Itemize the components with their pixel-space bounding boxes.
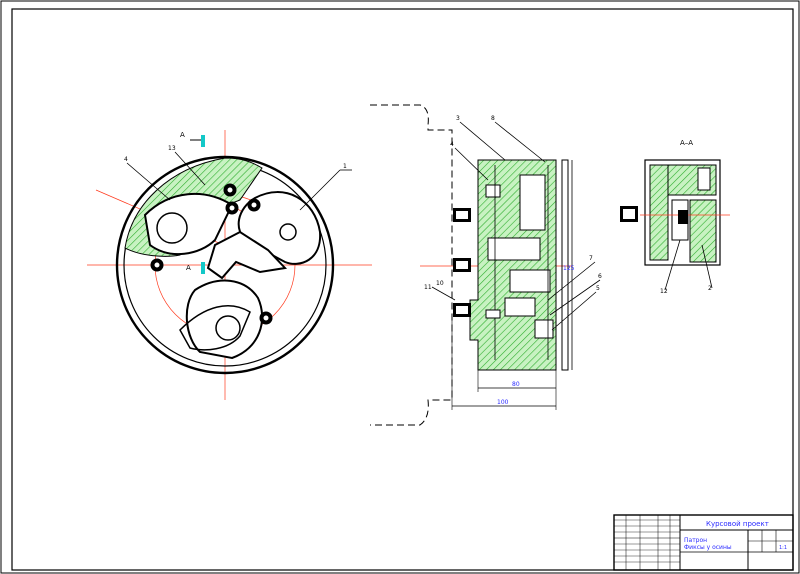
section-nut [678, 210, 688, 224]
side-bolts [453, 208, 501, 319]
lever-3-pivot [215, 315, 241, 341]
dim-small: 80 [512, 381, 520, 388]
lower-cam [179, 305, 251, 351]
front-view: A A 4 13 1 [87, 130, 372, 400]
title-block-title-line2: Фиксы у осины [684, 544, 732, 551]
leader-label-7: 7 [589, 255, 593, 262]
leader-label-6: 6 [598, 273, 602, 280]
leader-label-10: 10 [436, 280, 444, 287]
leader-1 [299, 169, 341, 211]
leader-4-side [454, 147, 489, 181]
section-marker-top [201, 135, 205, 147]
leader-8 [494, 121, 546, 163]
side-view: 80 100 125 3 8 4 7 6 5 10 11 [370, 104, 602, 426]
inner-frame [11, 8, 794, 571]
leader-3 [459, 121, 506, 161]
leader-4 [126, 162, 171, 201]
lever-1-pivot [156, 212, 188, 244]
side-flange [561, 159, 569, 371]
dim-large: 100 [497, 399, 509, 406]
leader-label-8: 8 [491, 115, 495, 122]
leader-13 [174, 151, 206, 186]
section-hatch-left [649, 164, 669, 261]
cavity-4 [504, 297, 536, 317]
title-block-scale: 1:1 [779, 545, 787, 551]
leader-label-4: 4 [124, 156, 128, 163]
lever-2-pivot [279, 223, 297, 241]
spindle-phantom [370, 104, 453, 426]
cavity-5 [534, 319, 554, 339]
leader-label-13: 13 [168, 145, 176, 152]
chuck-body-outer [115, 155, 335, 375]
cavity-1 [519, 174, 546, 231]
screws [150, 183, 273, 325]
section-label-bottom: A [186, 264, 191, 272]
cavity-3 [509, 269, 551, 293]
section-marker-bottom [201, 262, 205, 274]
leader-label-5: 5 [596, 285, 600, 292]
section-leader-12: 12 [660, 288, 668, 295]
section-view: A–A 12 2 [620, 139, 730, 295]
section-hatch-right [689, 199, 717, 263]
center-jaw [206, 230, 288, 280]
section-outline [644, 159, 721, 266]
section-title: A–A [680, 139, 693, 147]
title-block-project: Курсовой проект [706, 520, 769, 528]
leader-label-11: 11 [424, 284, 432, 291]
leader-label-1: 1 [343, 163, 347, 170]
cavity-2 [487, 237, 541, 261]
cavity-6 [485, 184, 501, 198]
dim-vertical: 125 [563, 265, 575, 272]
leader-label-4-side: 4 [450, 141, 454, 148]
leader-label-3: 3 [456, 115, 460, 122]
section-leader-2: 2 [708, 285, 712, 292]
title-block-title-line1: Патрон [684, 537, 707, 544]
title-block: Курсовой проект Патрон Фиксы у осины 1:1 [613, 514, 794, 571]
section-label-top: A [180, 131, 185, 139]
